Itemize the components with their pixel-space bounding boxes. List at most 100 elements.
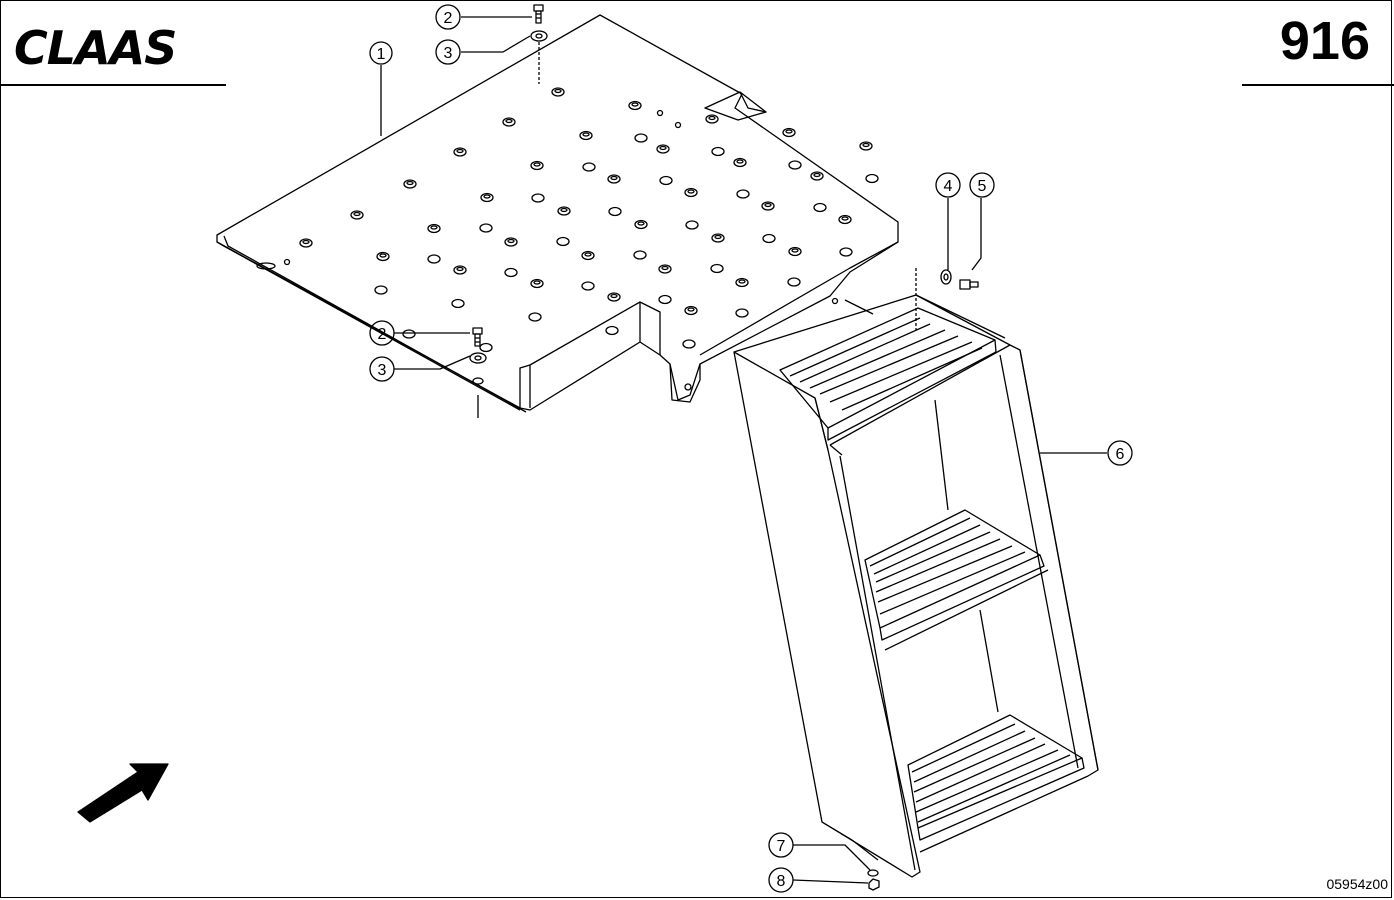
anti-slip-hole bbox=[402, 329, 416, 339]
anti-slip-hole-rim bbox=[862, 142, 870, 148]
nut-7 bbox=[867, 869, 879, 877]
anti-slip-hole bbox=[761, 201, 775, 211]
bolt-top bbox=[533, 4, 544, 24]
anti-slip-hole bbox=[788, 160, 802, 170]
anti-slip-hole bbox=[427, 254, 441, 264]
anti-slip-hole bbox=[735, 308, 749, 318]
svg-text:2: 2 bbox=[378, 326, 387, 343]
anti-slip-hole-rim bbox=[456, 266, 464, 272]
anti-slip-hole bbox=[684, 305, 698, 316]
anti-slip-hole bbox=[530, 278, 544, 289]
anti-slip-hole bbox=[865, 173, 879, 184]
anti-slip-hole bbox=[480, 192, 494, 203]
anti-slip-hole bbox=[581, 250, 595, 261]
anti-slip-hole bbox=[374, 285, 388, 295]
bolt-5 bbox=[959, 279, 979, 290]
anti-slip-hole-rim bbox=[507, 238, 515, 244]
anti-slip-hole-rim bbox=[637, 221, 645, 226]
anti-slip-hole bbox=[838, 214, 852, 225]
anti-slip-hole bbox=[810, 171, 824, 181]
anti-slip-hole bbox=[736, 189, 750, 199]
anti-slip-hole bbox=[605, 325, 619, 336]
svg-text:1: 1 bbox=[377, 46, 386, 63]
svg-text:8: 8 bbox=[777, 873, 786, 890]
anti-slip-hole bbox=[711, 233, 725, 243]
anti-slip-hole bbox=[376, 251, 390, 262]
callout-6: 6 bbox=[1107, 440, 1133, 466]
anti-slip-hole-rim bbox=[659, 145, 667, 151]
anti-slip-hole bbox=[581, 281, 595, 291]
anti-slip-hole-rim bbox=[631, 102, 639, 107]
anti-slip-hole bbox=[710, 263, 724, 274]
anti-slip-hole-rim bbox=[791, 248, 799, 253]
anti-slip-hole bbox=[634, 219, 648, 230]
anti-slip-hole bbox=[528, 312, 542, 322]
svg-text:5: 5 bbox=[978, 178, 987, 195]
anti-slip-hole-rim bbox=[661, 265, 669, 271]
callout-1: 1 bbox=[369, 41, 393, 65]
anti-slip-hole bbox=[782, 127, 796, 138]
anti-slip-hole bbox=[504, 267, 518, 278]
platform-plate bbox=[216, 14, 899, 413]
callout-2-top: 2 bbox=[435, 4, 461, 30]
anti-slip-hole bbox=[633, 250, 647, 260]
anti-slip-hole-rim bbox=[610, 175, 618, 181]
anti-slip-hole-rim bbox=[764, 202, 772, 208]
anti-slip-hole bbox=[531, 193, 545, 203]
anti-slip-hole bbox=[813, 202, 827, 213]
callout-3-top: 3 bbox=[435, 39, 461, 65]
anti-slip-hole-rim bbox=[708, 115, 716, 121]
anti-slip-hole bbox=[551, 87, 565, 97]
drawing-id: 05954z00 bbox=[1326, 876, 1388, 892]
anti-slip-hole-rim bbox=[456, 148, 464, 154]
callout-3-front: 3 bbox=[369, 356, 395, 382]
anti-slip-hole bbox=[628, 100, 642, 111]
anti-slip-hole-rim bbox=[687, 307, 695, 312]
brand-name: CLAAS bbox=[14, 21, 176, 70]
anti-slip-hole-rim bbox=[813, 172, 821, 178]
anti-slip-hole-rim bbox=[533, 280, 541, 285]
anti-slip-hole bbox=[427, 223, 441, 234]
anti-slip-hole-rim bbox=[738, 279, 746, 284]
callout-2-front: 2 bbox=[369, 320, 395, 346]
anti-slip-hole bbox=[788, 246, 802, 257]
nut-8 bbox=[868, 878, 880, 891]
anti-slip-hole bbox=[403, 179, 417, 189]
anti-slip-hole bbox=[658, 264, 672, 274]
anti-slip-hole bbox=[762, 233, 776, 244]
svg-text:6: 6 bbox=[1116, 446, 1125, 463]
anti-slip-hole-rim bbox=[379, 253, 387, 258]
anti-slip-hole bbox=[684, 187, 698, 198]
anti-slip-hole-rim bbox=[687, 189, 695, 194]
anti-slip-hole-rim bbox=[610, 293, 618, 299]
anti-slip-hole bbox=[579, 130, 593, 141]
page-number: 916 bbox=[1279, 11, 1370, 71]
washer-front bbox=[469, 352, 487, 364]
anti-slip-hole bbox=[350, 210, 364, 220]
direction-arrow-icon bbox=[77, 763, 169, 823]
anti-slip-hole bbox=[787, 277, 801, 287]
anti-slip-hole bbox=[451, 298, 465, 309]
anti-slip-hole bbox=[634, 133, 648, 143]
anti-slip-hole bbox=[735, 277, 749, 288]
anti-slip-hole bbox=[859, 141, 873, 151]
anti-slip-hole bbox=[659, 175, 673, 186]
anti-slip-hole-rim bbox=[785, 129, 793, 134]
anti-slip-hole bbox=[656, 144, 670, 154]
svg-text:2: 2 bbox=[444, 10, 453, 27]
bolt-front bbox=[472, 327, 483, 347]
anti-slip-hole bbox=[682, 339, 696, 349]
anti-slip-hole-rim bbox=[841, 216, 849, 221]
anti-slip-hole-rim bbox=[505, 118, 513, 124]
anti-slip-hole bbox=[299, 238, 313, 248]
anti-slip-hole bbox=[607, 174, 621, 184]
anti-slip-hole-rim bbox=[302, 239, 310, 245]
anti-slip-hole bbox=[504, 237, 518, 247]
anti-slip-hole bbox=[453, 265, 467, 275]
anti-slip-hole bbox=[711, 146, 725, 157]
anti-slip-hole bbox=[556, 236, 570, 247]
anti-slip-hole bbox=[530, 160, 544, 171]
anti-slip-hole-rim bbox=[353, 211, 361, 217]
